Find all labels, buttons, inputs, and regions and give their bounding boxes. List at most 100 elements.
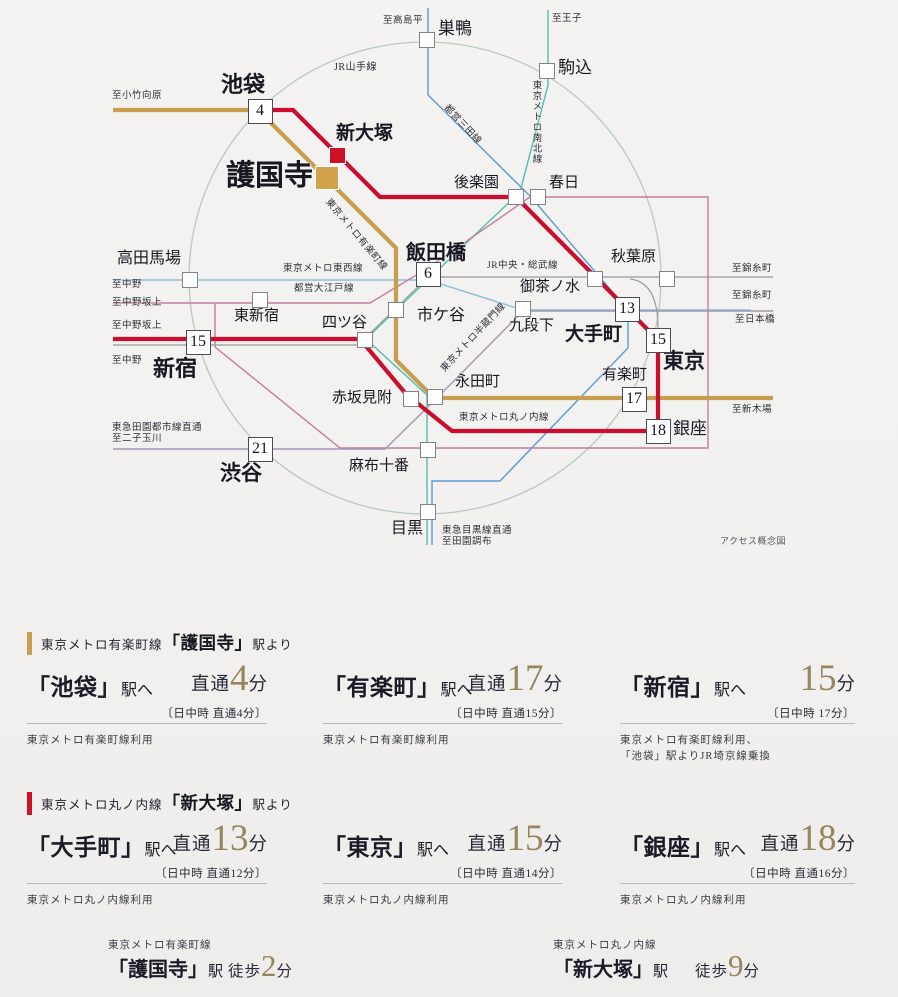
daytime-note: 〔日中時 直通16分〕 (743, 868, 855, 880)
station-label: 赤坂見附 (332, 390, 393, 406)
station-label: 高田馬場 (117, 250, 182, 267)
travel-time-minutes: 15 (799, 658, 837, 699)
destination-name: 「東京」 (323, 835, 417, 860)
station-square (419, 32, 435, 48)
map-annotation-label: 東京メトロ丸ノ内線 (459, 413, 550, 423)
map-annotation-label: 至中野 (112, 356, 143, 366)
station-square (357, 332, 373, 348)
station-label: 東新宿 (234, 308, 280, 324)
walk-minutes: 2 (261, 948, 277, 983)
map-annotation-label: 東京メトロ東西線 (283, 264, 364, 274)
station-label: 東京 (663, 349, 705, 373)
line-used-note: 東京メトロ丸ノ内線利用 (620, 895, 747, 906)
minutes-box: 18 (645, 418, 671, 444)
destination-suffix: 駅へ (714, 682, 747, 699)
map-annotation-label: 東京メトロ南北線 (530, 80, 541, 164)
route-header-marunouchi: 東京メトロ丸ノ内線 「新大塚」 駅より (27, 790, 293, 815)
map-annotation-label: 至錦糸町 (732, 264, 773, 274)
travel-time-minutes: 15 (506, 818, 544, 859)
station-square (420, 442, 436, 458)
line-used-note: 東京メトロ丸ノ内線利用 (323, 895, 450, 906)
map-annotation-label: JR山手線 (334, 62, 378, 73)
station-label: 麻布十番 (349, 458, 410, 474)
map-annotation-label: 東急目黒線直通 (442, 526, 513, 536)
minutes-box: 21 (247, 436, 273, 462)
destination: 「新宿」駅へ (620, 668, 746, 702)
map-annotation-label: 至中野 (112, 280, 143, 290)
station-label: 市ケ谷 (417, 307, 466, 324)
minutes-box: 15 (645, 327, 671, 353)
map-annotation-label: 至二子玉川 (112, 434, 163, 444)
walk-line-name: 東京メトロ有楽町線 (108, 940, 212, 951)
destination: 「大手町」駅へ (27, 828, 177, 862)
map-annotation-label: JR中央・総武線 (487, 261, 559, 271)
station-label: 駒込 (558, 58, 592, 77)
walk-station-shinotsuka: 「新大塚」駅 (553, 959, 669, 981)
station-label: 永田町 (455, 374, 501, 390)
station-label: 銀座 (673, 419, 707, 438)
minutes-box: 13 (614, 296, 640, 322)
map-annotation-label: 至日本橋 (735, 315, 776, 325)
station-label: 巣鴨 (438, 19, 472, 38)
destination: 「東京」駅へ (323, 828, 449, 862)
divider (323, 883, 562, 884)
daytime-note: 〔日中時 直通15分〕 (450, 708, 562, 720)
header-accent-bar (27, 792, 32, 815)
map-annotation-label: 至小竹向原 (112, 91, 163, 101)
destination: 「池袋」駅へ (27, 668, 153, 702)
walk-line-name: 東京メトロ丸ノ内線 (553, 940, 657, 951)
walk-minutes: 9 (728, 948, 744, 983)
station-square (530, 189, 546, 205)
divider (27, 883, 267, 884)
travel-time-minutes: 17 (506, 658, 544, 699)
map-annotation-label: 至田園調布 (442, 537, 493, 547)
line-jr-akihabara-curve (629, 278, 659, 329)
station-label: 後楽園 (454, 175, 500, 191)
map-annotation-label: アクセス概念図 (720, 536, 787, 546)
map-annotation-label: 東急田園都市線直通 (112, 423, 203, 433)
station-square (539, 63, 555, 79)
destination-suffix: 駅へ (440, 682, 473, 699)
line-used-note: 東京メトロ丸ノ内線利用 (27, 895, 154, 906)
station-label: 有楽町 (602, 367, 648, 383)
station-label: 御茶ノ水 (520, 279, 581, 295)
station-square (182, 272, 198, 288)
destination-name: 「新宿」 (620, 675, 714, 700)
route-header-yurakucho: 東京メトロ有楽町線 「護国寺」 駅より (27, 630, 293, 655)
destination-name: 「池袋」 (27, 675, 121, 700)
destination-name: 「大手町」 (27, 835, 145, 860)
station-label: 新大塚 (336, 123, 394, 144)
destination: 「銀座」駅へ (620, 828, 746, 862)
station-label: 護国寺 (226, 160, 314, 192)
walk-info-shinotsuka: 東京メトロ丸ノ内線 (553, 935, 657, 953)
station-label: 新宿 (153, 356, 198, 381)
destination-name: 「銀座」 (620, 835, 714, 860)
station-label: 池袋 (221, 72, 266, 97)
daytime-note: 〔日中時 直通12分〕 (155, 868, 267, 880)
station-square (659, 271, 675, 287)
minutes-box: 17 (621, 386, 647, 412)
divider (323, 723, 562, 724)
daytime-note: 〔日中時 17分〕 (767, 708, 855, 720)
travel-time-minutes: 4 (229, 658, 249, 699)
station-label: 春日 (549, 175, 580, 191)
station-label: 渋谷 (220, 461, 262, 485)
divider (620, 883, 855, 884)
map-annotation-label: 至中野坂上 (112, 298, 163, 308)
minutes-box: 15 (185, 329, 211, 355)
station-label: 目黒 (391, 520, 424, 537)
map-annotation-label: 至錦糸町 (732, 291, 773, 301)
minutes-box: 4 (247, 98, 273, 124)
station-label: 飯田橋 (406, 242, 466, 264)
destination-suffix: 駅へ (417, 842, 450, 859)
header-line-name: 東京メトロ丸ノ内線 (41, 798, 163, 812)
daytime-note: 〔日中時 直通4分〕 (161, 708, 267, 720)
